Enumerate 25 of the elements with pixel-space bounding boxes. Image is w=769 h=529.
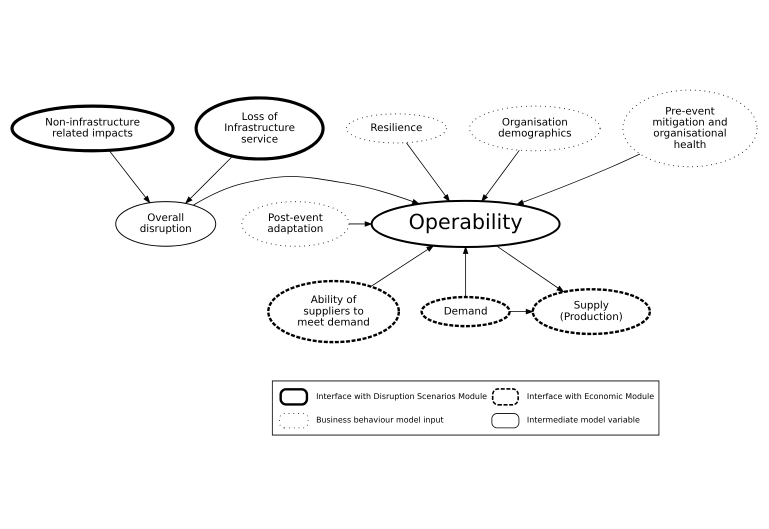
node-ellipse: Demand [420, 295, 511, 327]
arrow [348, 220, 373, 226]
node-ellipse: Organisation demographics [469, 105, 601, 151]
arrow [462, 245, 468, 297]
node-ellipse: Overall disruption [115, 200, 216, 246]
legend-label: Intermediate model variable [526, 415, 640, 424]
node-ellipse: Post-event adaptation [241, 200, 350, 246]
legend-label: Interface with Disruption Scenarios Module [316, 391, 488, 400]
arrow [516, 153, 640, 204]
arrow [496, 244, 564, 292]
arrow [108, 150, 150, 204]
arrow [370, 244, 434, 286]
legend-label: Interface with Economic Module [526, 391, 654, 400]
node-ellipse: Supply (Production) [532, 288, 652, 335]
arrow [509, 308, 534, 314]
node-ellipse: Pre-event mitigation and organisational health [622, 89, 758, 167]
legend-label: Business behaviour model input [316, 415, 444, 424]
arrow [481, 149, 520, 202]
arrow [406, 142, 450, 202]
node-ellipse: Loss of Infrastructure service [194, 96, 325, 160]
node-ellipse: Ability of suppliers to meet demand [267, 279, 400, 343]
arrow [193, 176, 420, 205]
node-ellipse: Non-infrastructure related impacts [10, 104, 175, 152]
arrow [184, 155, 234, 204]
node-ellipse: Resilience [346, 112, 447, 143]
